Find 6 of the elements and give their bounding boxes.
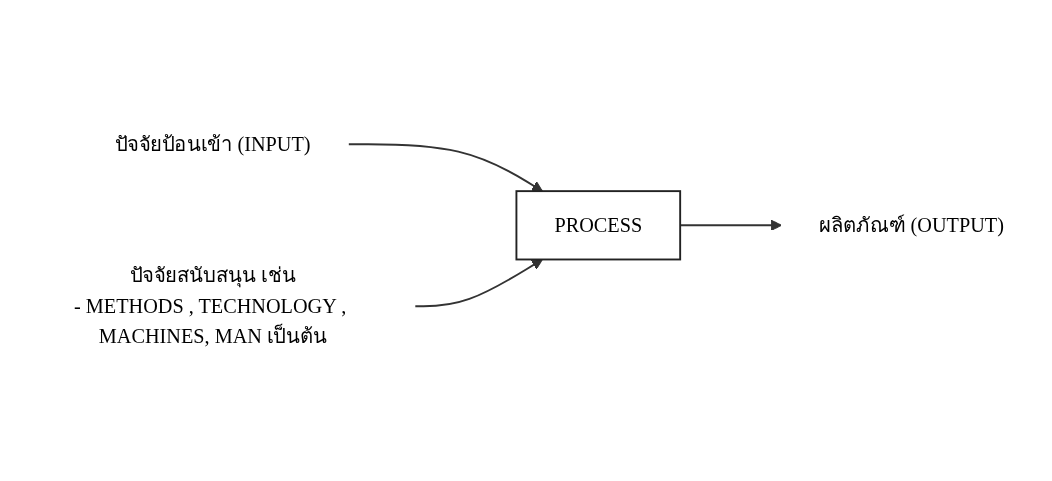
node-text: ผลิตภัณฑ์ (OUTPUT) [819, 213, 1004, 236]
node-text: ปัจจัยป้อนเข้า (INPUT) [114, 132, 311, 155]
arrow [347, 143, 543, 192]
node-box: PROCESS [515, 190, 682, 261]
node-text: ปัจจัยสนับสนุน เช่น - METHODS , TECHNOLOGY , MACHINES, MAN เป็นต้น [73, 264, 347, 347]
arrow [414, 258, 543, 308]
